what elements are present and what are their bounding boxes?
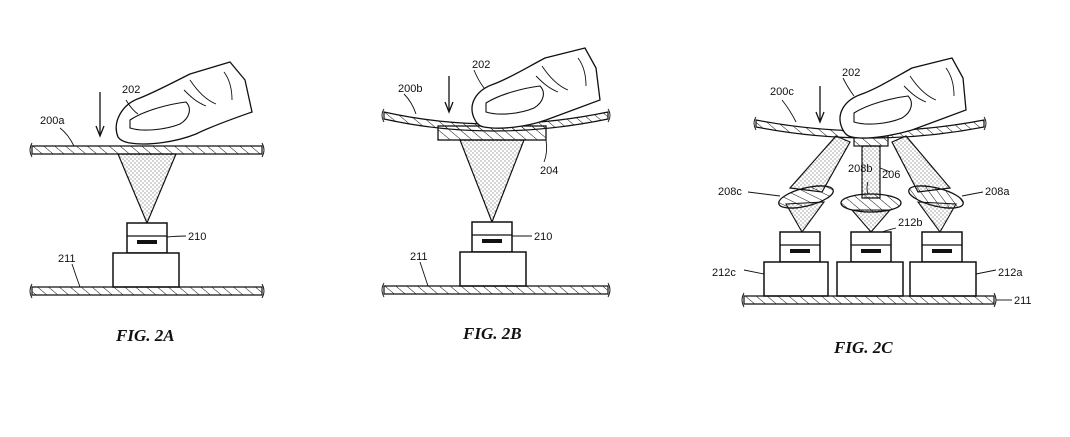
label-202-c: 202 [842,67,860,79]
label-202-a: 202 [122,84,140,96]
label-212b: 212b [898,217,922,229]
finger-202 [839,57,967,139]
label-200c: 200c [770,86,794,98]
sensor-212c [763,231,829,297]
label-212a: 212a [998,267,1023,279]
label-200b: 200b [398,83,422,95]
figure-2b: 200b 202 204 210 211 FIG. 2B [381,47,611,343]
press-arrow [815,86,825,124]
cover-glass-200a [29,142,265,158]
label-206: 206 [882,169,900,181]
caption-fig-2a: FIG. 2A [115,326,175,345]
sensor-base-2b [459,251,527,287]
finger-202 [471,47,601,129]
focus-cone-left [785,201,826,234]
label-200a: 200a [40,115,65,127]
press-arrow [444,76,454,114]
label-211-c: 211 [1014,295,1032,307]
sensor-210 [126,222,168,254]
press-arrow [95,92,105,138]
focus-cone-mid [850,209,892,233]
label-202-b: 202 [472,59,490,71]
figure-2c: 200c 202 206 208b 208c 208a 212b 212c 21… [712,57,1032,357]
light-cone-2b [459,139,525,224]
label-211-a: 211 [58,253,76,265]
light-beam-right [891,135,952,193]
label-208a: 208a [985,186,1010,198]
figure-2a: 200a 202 210 211 FIG. 2A [29,61,265,345]
focus-cone-right [916,201,957,234]
label-208b: 208b [848,163,872,175]
substrate-211 [381,282,611,298]
lens-208b [840,193,902,213]
sensor-212a [909,231,977,297]
label-204: 204 [540,165,558,177]
label-210-b: 210 [534,231,552,243]
cover-glass-200c [753,116,987,139]
label-208c: 208c [718,186,742,198]
caption-fig-2b: FIG. 2B [462,324,522,343]
light-cone-2a [117,153,177,225]
label-212c: 212c [712,267,736,279]
light-beam-left [788,135,851,193]
finger-202 [115,61,253,145]
sensor-base-2a [112,252,180,288]
label-210-a: 210 [188,231,206,243]
caption-fig-2c: FIG. 2C [833,338,893,357]
sensor-212b [836,231,904,297]
substrate-211 [741,292,997,308]
label-211-b: 211 [410,251,428,263]
sensor-210 [471,221,513,253]
substrate-211 [29,283,265,299]
